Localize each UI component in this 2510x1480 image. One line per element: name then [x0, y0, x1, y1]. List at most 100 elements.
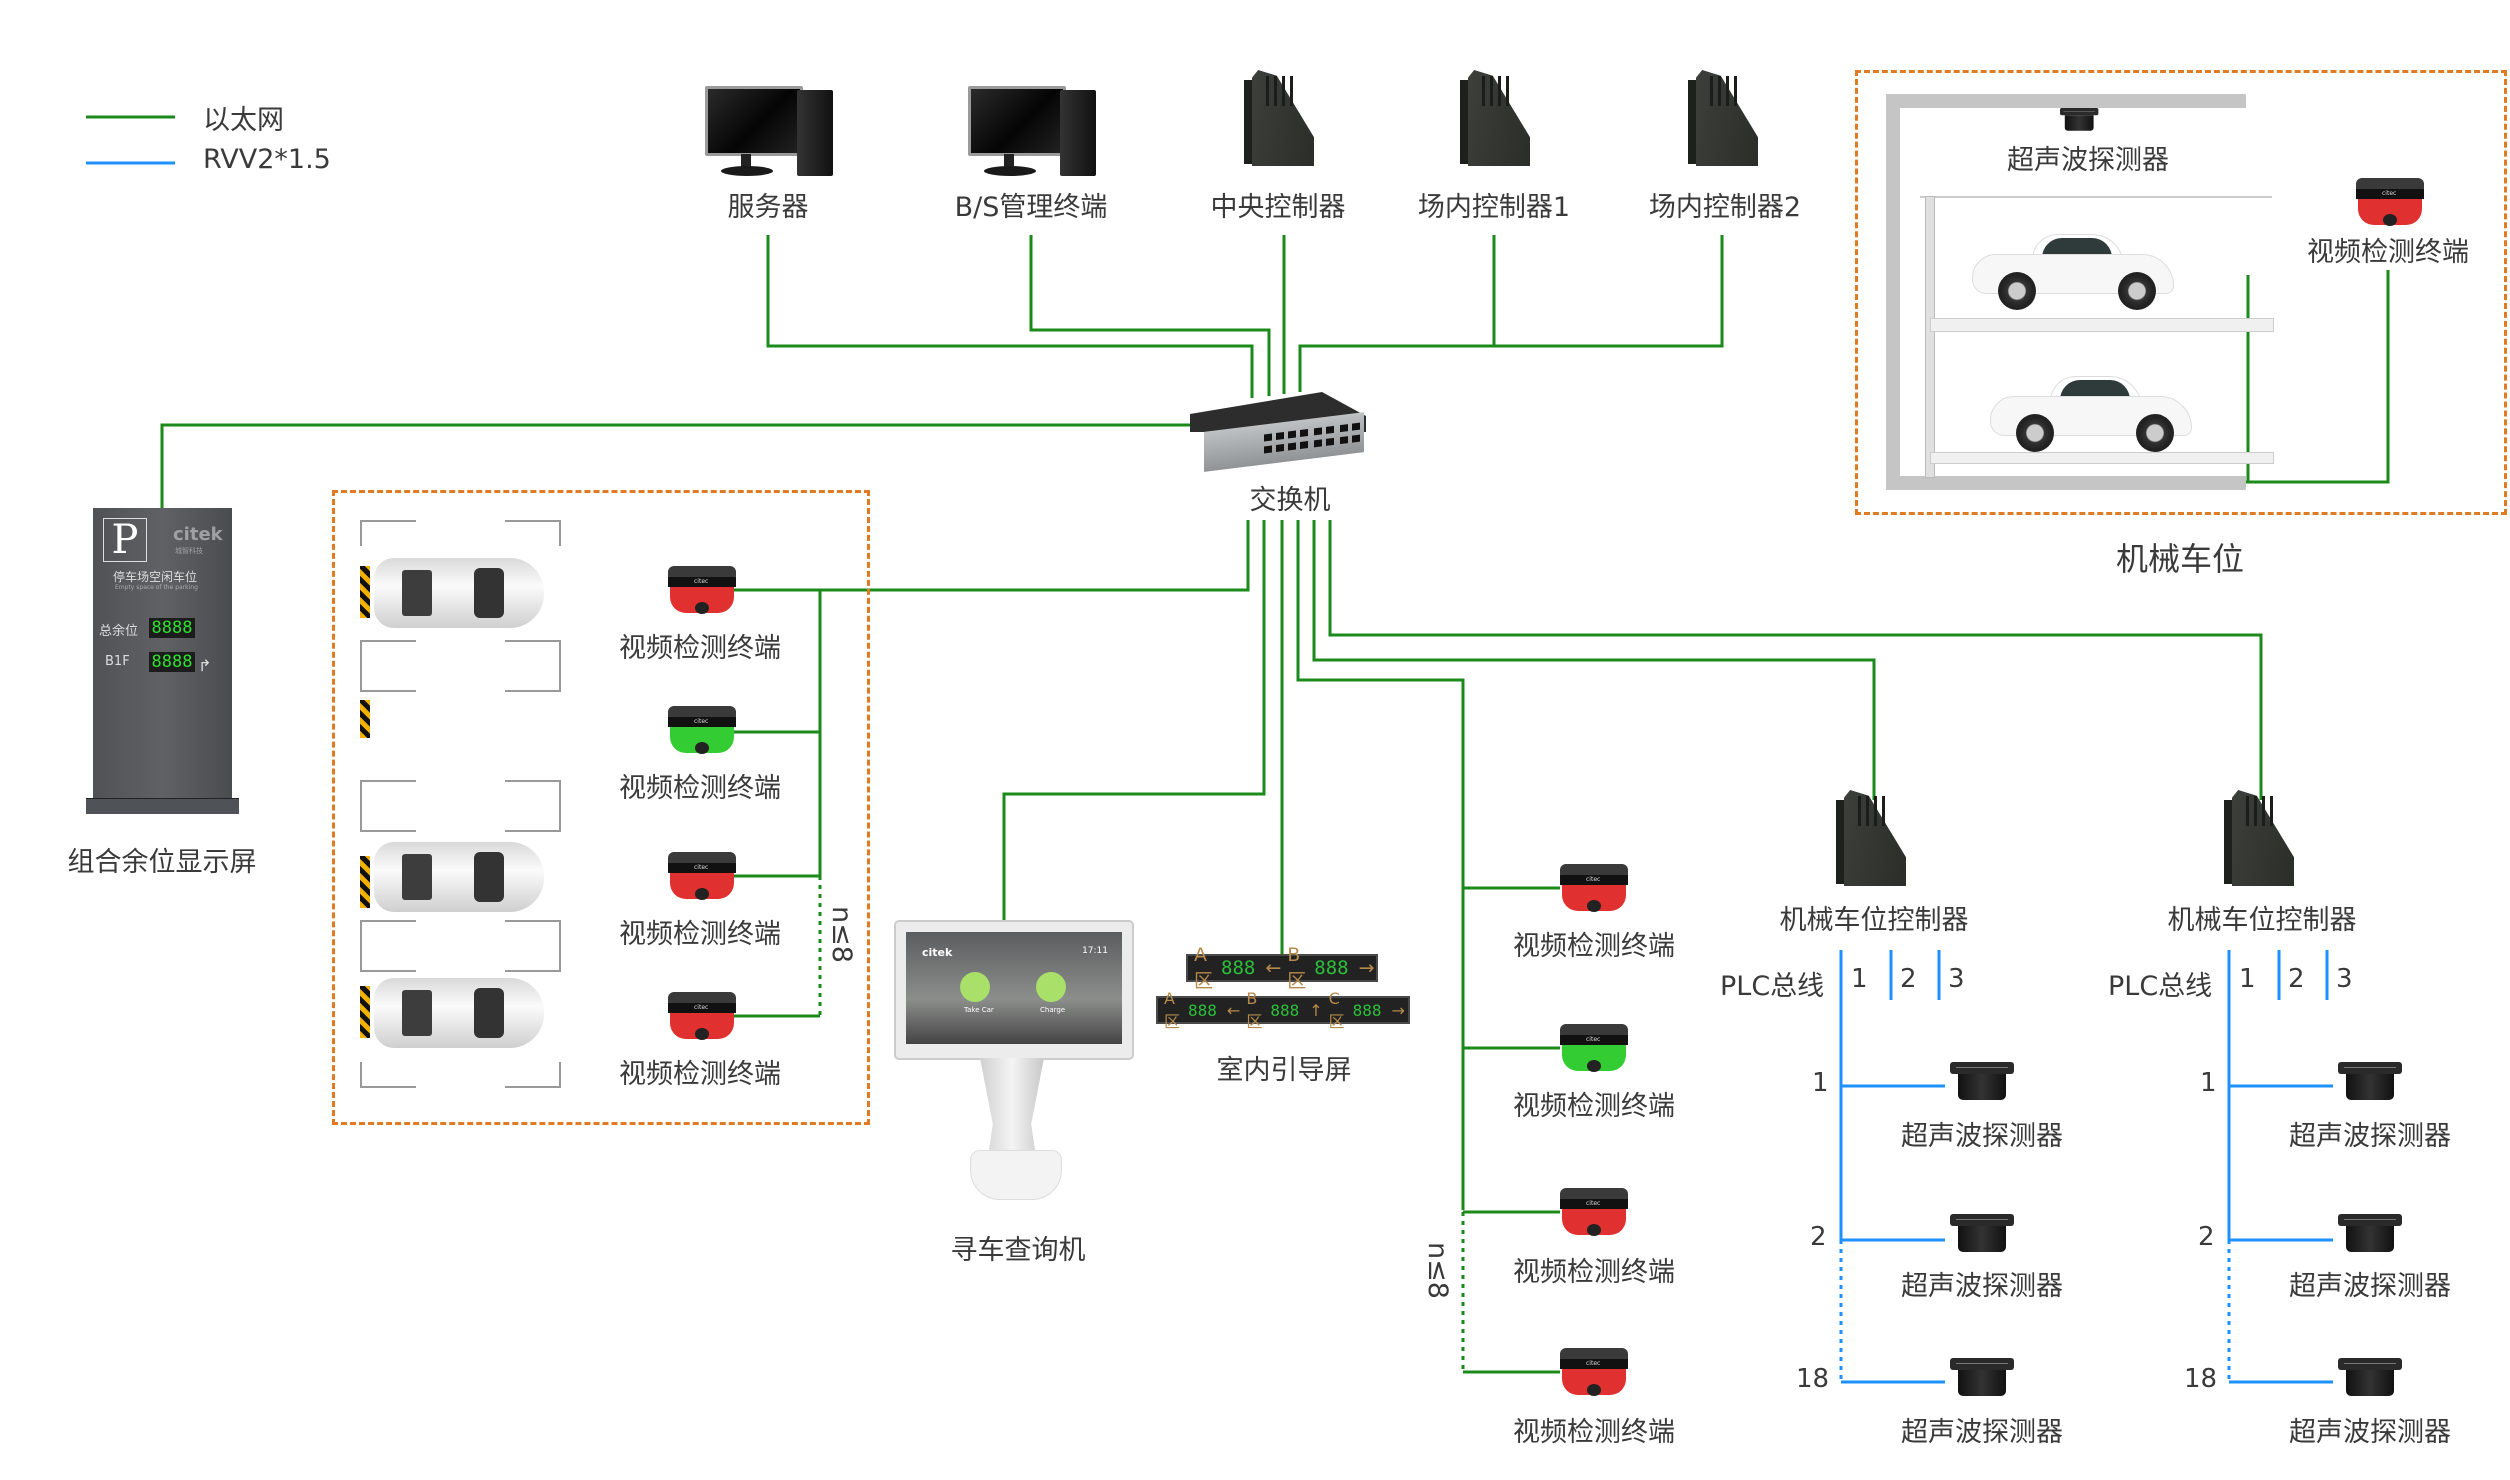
- plc-bus-label: PLC总线: [1720, 971, 1825, 1002]
- field-controller-1-label: 场内控制器1: [1417, 192, 1571, 223]
- zone-count: 888: [1352, 1000, 1382, 1020]
- bs-terminal-label: B/S管理终端: [954, 192, 1108, 223]
- central-controller-label: 中央控制器: [1210, 192, 1346, 223]
- video-terminal-red-icon: citec: [1560, 864, 1628, 916]
- parking-line: [360, 1062, 416, 1088]
- sensor-index: 2: [1810, 1222, 1827, 1252]
- field-controller-2-icon: [1688, 70, 1758, 166]
- wire-display-sign: [160, 423, 1194, 508]
- wire-left-zone: [820, 520, 1250, 592]
- sensor-index: 18: [2184, 1364, 2218, 1394]
- zone-label: A区: [1164, 988, 1181, 1031]
- middle-limit-label: n≤8: [1422, 1242, 1453, 1299]
- video-terminal-label: 视频检测终端: [1513, 1257, 1675, 1288]
- mech-controller-1-label: 机械车位控制器: [1779, 905, 1969, 936]
- display-sign-label: 组合余位显示屏: [67, 847, 257, 878]
- garage-floor: [1886, 476, 2246, 490]
- kiosk-clock: 17:11: [1082, 946, 1108, 956]
- mech-controller-2-label: 机械车位控制器: [2167, 905, 2357, 936]
- video-terminal-label: 视频检测终端: [1513, 931, 1675, 962]
- sensor-index: 2: [2198, 1222, 2215, 1252]
- legend-rvv-label: RVV2*1.5: [203, 144, 331, 175]
- video-terminal-label: 视频检测终端: [1513, 1091, 1675, 1122]
- sensor-index: 18: [1796, 1364, 1830, 1394]
- parking-line: [505, 780, 561, 832]
- video-terminal-green-icon: citec: [1560, 1024, 1628, 1076]
- zone-label: B区: [1287, 943, 1307, 992]
- video-terminal-red-icon: citec: [668, 566, 736, 618]
- sign-row-value: 8888: [149, 652, 195, 672]
- guide-screen-3zone: A区 888 ← B区 888 ↑ C区 888 →: [1156, 989, 1410, 1031]
- parking-line: [505, 520, 561, 546]
- parking-line: [505, 1062, 561, 1088]
- zone-label: A区: [1194, 943, 1214, 992]
- ultrasonic-sensor-label: 超声波探测器: [1901, 1121, 2063, 1152]
- wire-middle-column: [1296, 520, 1465, 1210]
- server-pc-icon: [705, 82, 835, 182]
- plc-bus-number: 1: [1851, 964, 1868, 994]
- zone-label: B区: [1246, 988, 1263, 1031]
- sign-title-cn: 停车场空闲车位: [113, 570, 198, 584]
- sign-title-en: Empty space of the parking: [115, 584, 198, 591]
- video-terminal-label: 视频检测终端: [619, 919, 781, 950]
- car-top-icon: [374, 842, 544, 912]
- guide-screen-label: 室内引导屏: [1216, 1055, 1352, 1086]
- parking-line: [505, 640, 561, 692]
- wire-mech-controller-2: [1328, 520, 2263, 800]
- wire-mech-controller-1: [1312, 520, 1876, 800]
- video-terminal-label: 视频检测终端: [1513, 1417, 1675, 1448]
- parking-line: [360, 780, 416, 832]
- video-terminal-label: 视频检测终端: [619, 633, 781, 664]
- garage-ceiling: [1886, 94, 2246, 108]
- ultrasonic-sensor-label: 超声波探测器: [1901, 1417, 2063, 1448]
- legend-ethernet-label: 以太网: [203, 105, 284, 136]
- video-terminal-red-icon: citec: [668, 852, 736, 904]
- sign-row-value: 8888: [149, 618, 195, 638]
- video-terminal-red-icon: citec: [2356, 178, 2424, 230]
- guide-screen-2zone: A区 888 ← B区 888 →: [1186, 944, 1378, 992]
- ultrasonic-sensor-icon: [2338, 1358, 2402, 1398]
- car-side-icon: [1990, 368, 2192, 452]
- ultrasonic-sensor-label: 超声波探测器: [2289, 1417, 2451, 1448]
- arrow-left-icon: ←: [1226, 1000, 1241, 1020]
- surface-parking-zone: [332, 490, 870, 1125]
- left-limit-label: n≤8: [826, 906, 857, 963]
- video-terminal-green-icon: citec: [668, 706, 736, 758]
- take-car-button[interactable]: [960, 972, 990, 1002]
- wire-server: [766, 235, 1254, 398]
- car-top-icon: [374, 978, 544, 1048]
- garage-wall: [1886, 94, 1900, 490]
- ultrasonic-sensor-icon: [1950, 1358, 2014, 1398]
- lift-platform-lower: [1930, 452, 2274, 464]
- ultrasonic-sensor-icon: [2338, 1214, 2402, 1254]
- ultrasonic-sensor-label: 超声波探测器: [2289, 1121, 2451, 1152]
- sign-row-label: 总余位: [99, 624, 139, 639]
- lift-platform-upper: [1930, 318, 2274, 332]
- arrow-right-icon: →: [1391, 1000, 1405, 1020]
- turn-arrow-icon: ↱: [198, 656, 212, 675]
- parking-line: [360, 520, 416, 546]
- take-car-label: Take Car: [964, 1006, 994, 1014]
- ultrasonic-sensor-icon: [1950, 1062, 2014, 1102]
- arrow-up-icon: ↑: [1309, 1000, 1323, 1020]
- display-sign: P citek 城智科技 停车场空闲车位 Empty space of the …: [86, 508, 239, 818]
- charge-label: Charge: [1040, 1006, 1066, 1014]
- lift-column: [1925, 196, 1935, 478]
- charge-button[interactable]: [1036, 972, 1066, 1002]
- parking-line: [505, 920, 561, 972]
- ultrasonic-sensor-label: 超声波探测器: [2289, 1271, 2451, 1302]
- wheel-stop-icon: [360, 856, 370, 908]
- plc-bus-number: 2: [1900, 964, 1917, 994]
- sign-brand: citek: [173, 524, 223, 545]
- wheel-stop-icon: [360, 566, 370, 618]
- plc-bus-number: 1: [2239, 964, 2256, 994]
- mech-parking-title: 机械车位: [2115, 540, 2245, 578]
- kiosk-label: 寻车查询机: [950, 1235, 1086, 1266]
- mech-controller-2-icon: [2224, 790, 2294, 886]
- field-controller-1-icon: [1460, 70, 1530, 166]
- ultrasonic-sensor-icon: [2338, 1062, 2402, 1102]
- zone-count: 888: [1314, 957, 1349, 979]
- zone-count: 888: [1221, 957, 1256, 979]
- server-label: 服务器: [727, 192, 809, 223]
- plc-bus-number: 3: [1948, 964, 1965, 994]
